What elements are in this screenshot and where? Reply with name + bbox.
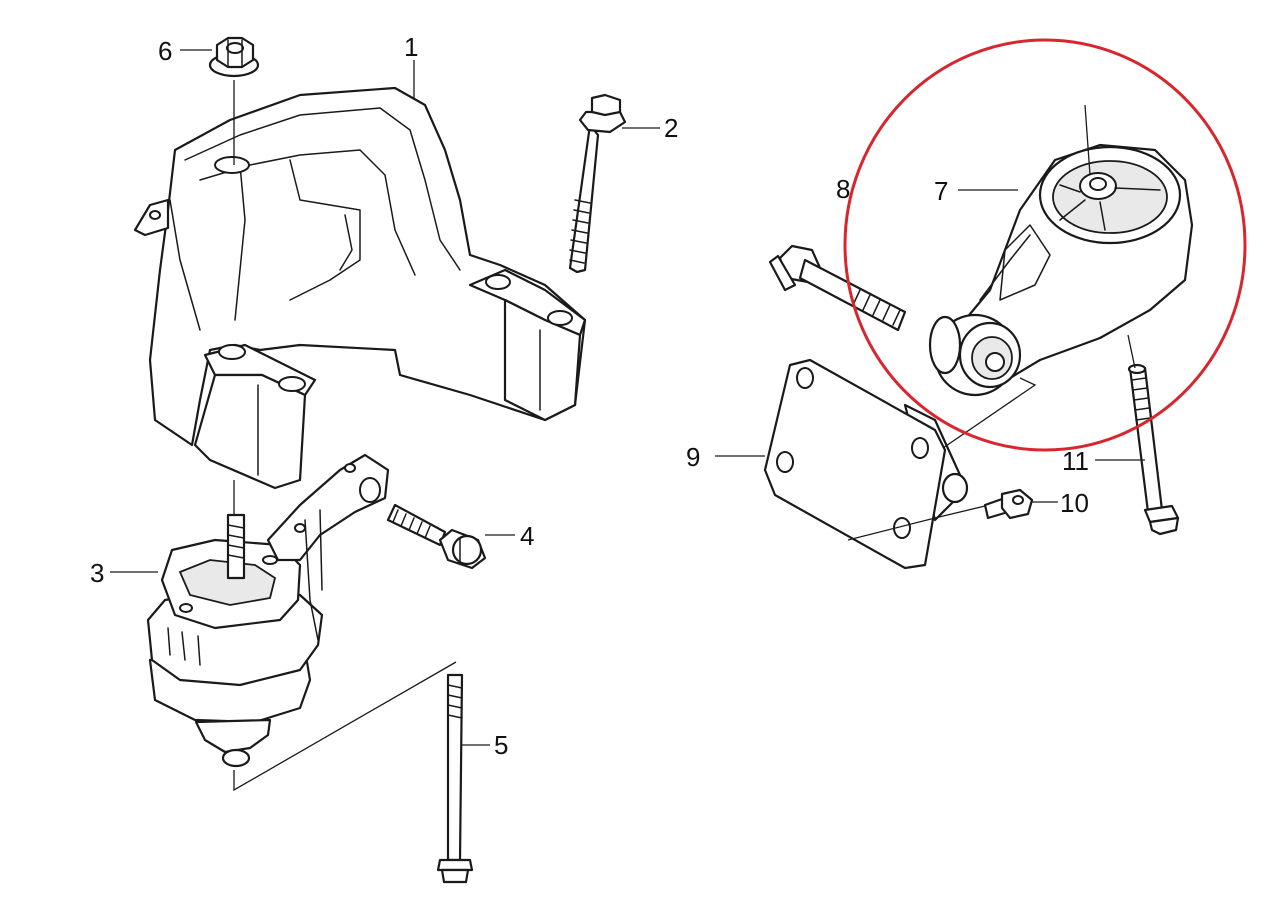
callout-7: 7 (934, 176, 948, 206)
part-10-bolt[interactable] (983, 488, 1034, 520)
callout-5: 5 (494, 730, 508, 760)
callout-10: 10 (1060, 488, 1089, 518)
callout-3: 3 (90, 558, 104, 588)
highlight-circle (843, 38, 1247, 452)
part-9-mounting-plate[interactable] (763, 358, 969, 570)
part-3-engine-mount[interactable] (146, 453, 390, 768)
axis-line-9a (942, 377, 1037, 449)
part-6-flange-nut[interactable] (208, 36, 260, 78)
callout-11: 11 (1062, 446, 1089, 476)
part-1-engine-bracket[interactable] (133, 86, 587, 490)
part-8-bolt[interactable] (768, 244, 907, 332)
part-4-bolt[interactable] (386, 503, 487, 570)
part-5-long-bolt[interactable] (436, 673, 474, 884)
axis-line-9b (847, 505, 986, 541)
axis-line-11 (1127, 334, 1136, 369)
callout-4: 4 (520, 521, 534, 551)
callout-9: 9 (686, 442, 700, 472)
part-2-bolt[interactable] (568, 93, 627, 274)
callout-8: 8 (836, 174, 850, 204)
axis-line-7 (1084, 104, 1091, 176)
axis-line-5 (233, 661, 457, 792)
callout-1: 1 (404, 32, 418, 62)
callout-6: 6 (158, 36, 172, 66)
part-7-torque-rod[interactable] (928, 143, 1194, 397)
callout-2: 2 (664, 113, 678, 143)
part-11-long-bolt[interactable] (1127, 363, 1180, 536)
